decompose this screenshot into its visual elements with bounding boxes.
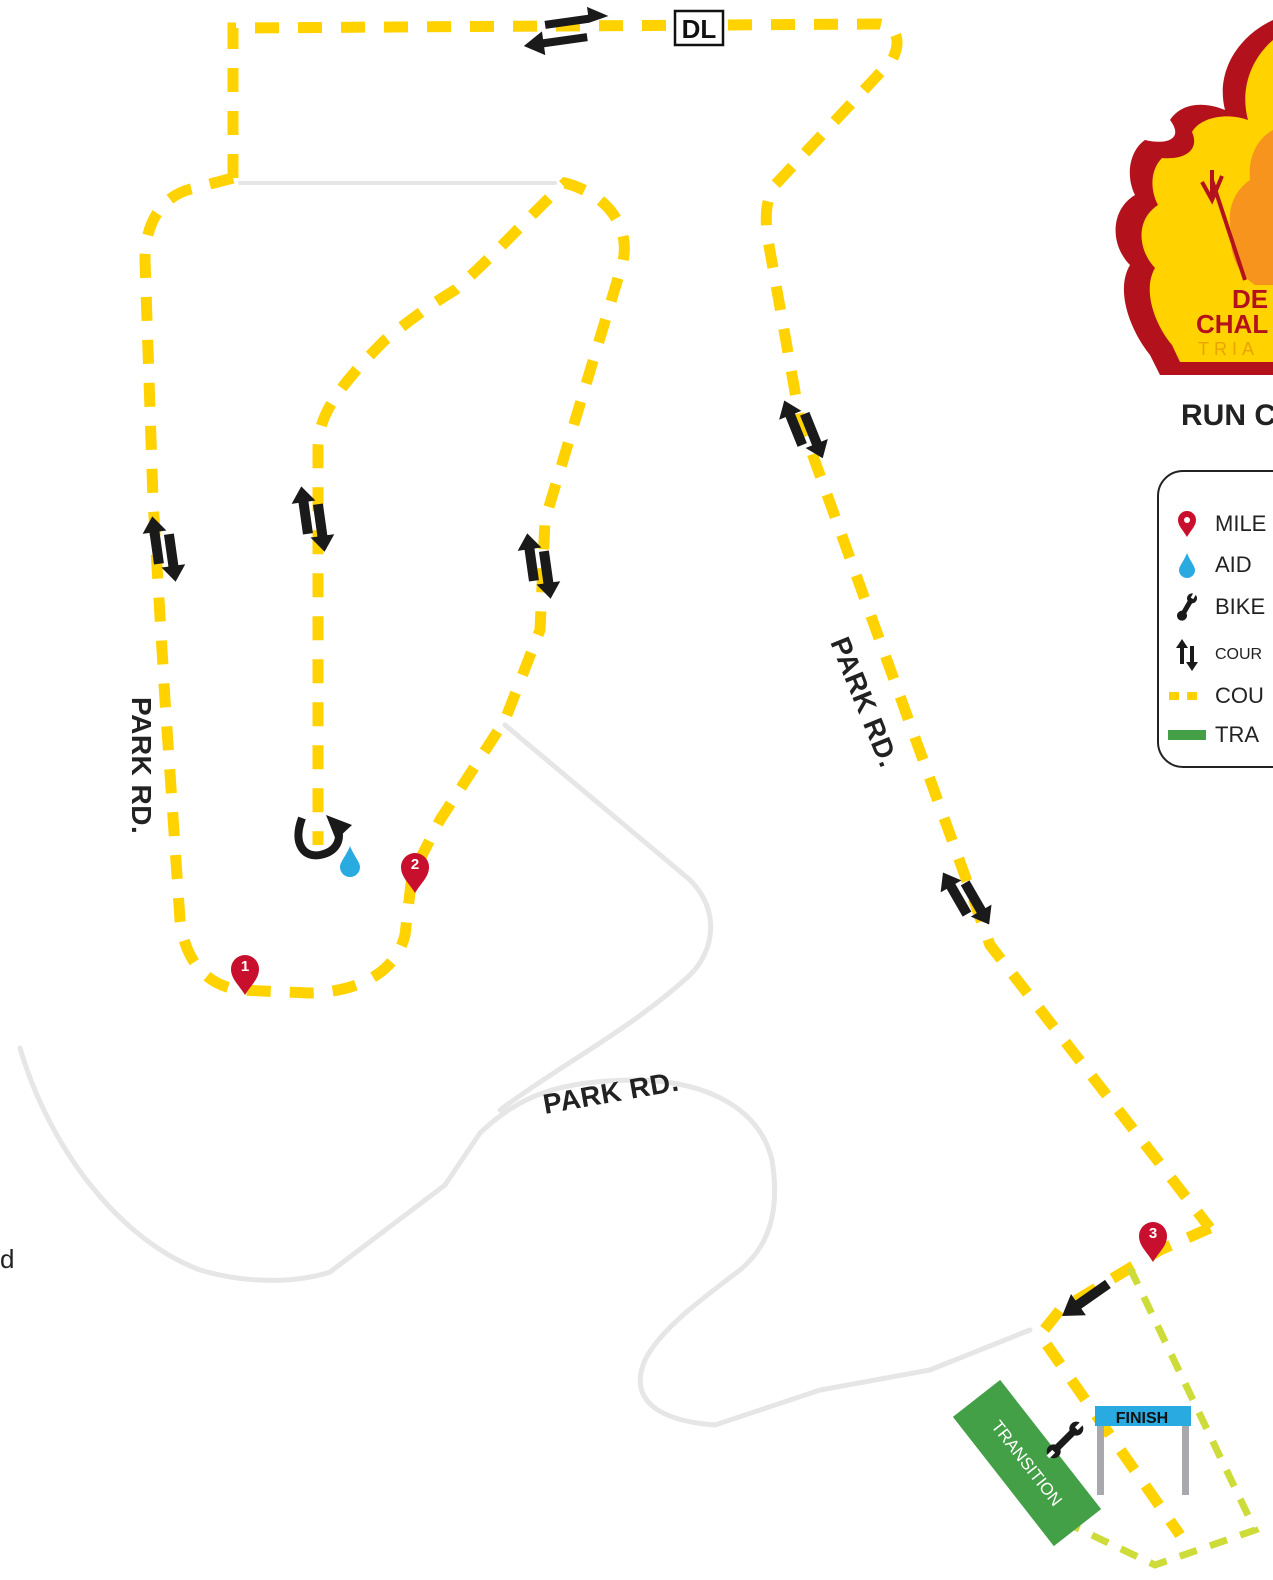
svg-text:DE: DE (1232, 284, 1268, 314)
race-logo: DE CHAL TRIA (1115, 20, 1273, 375)
edge-text: d (0, 1244, 15, 1274)
legend-label: MILE (1215, 511, 1267, 536)
dashed-line-icon (1167, 681, 1207, 711)
wrench-icon (1046, 1421, 1084, 1459)
svg-text:3: 3 (1149, 1225, 1157, 1242)
course-route-secondary (1058, 1266, 1260, 1569)
green-bar-icon (1167, 720, 1207, 750)
legend-item: BIKE (1167, 592, 1265, 622)
roads (17, 181, 1033, 1428)
legend-label: COUR (1215, 646, 1263, 663)
road-label: PARK RD. (541, 1066, 682, 1120)
water-drop-icon (340, 846, 360, 877)
road-label: PARK RD. (824, 633, 904, 772)
mile-markers: 1 2 3 (231, 853, 1167, 1262)
water-drop-icon (1167, 550, 1207, 580)
two-way-arrow-icon (140, 512, 188, 586)
direction-arrows (140, 6, 1111, 1317)
dl-marker: DL (673, 9, 725, 47)
mile-marker-icon (1167, 509, 1207, 539)
arrow-icon (1062, 1279, 1111, 1317)
road-label: PARK RD. (126, 697, 157, 834)
legend-item: AID (1167, 550, 1252, 580)
direction-arrow-icon (523, 6, 609, 56)
mile-marker-icon: 3 (1139, 1222, 1167, 1262)
legend-label: AID (1215, 552, 1252, 577)
legend-item: COUR (1167, 639, 1263, 671)
transition-area: TRANSITION (952, 1379, 1102, 1547)
svg-text:1: 1 (241, 958, 249, 975)
svg-text:FINISH: FINISH (1116, 1410, 1168, 1427)
finish-gantry: FINISH (1095, 1406, 1191, 1495)
mile-marker-icon: 2 (401, 853, 429, 893)
legend-item: TRA (1167, 720, 1259, 750)
legend-label: COU (1215, 683, 1264, 708)
u-turn-icon (294, 815, 352, 860)
mile-marker-icon: 1 (231, 955, 259, 995)
legend-label: BIKE (1215, 594, 1266, 619)
svg-text:CHAL: CHAL (1196, 309, 1268, 339)
svg-text:DL: DL (682, 14, 717, 44)
legend: MILE AID BIKE COUR COU TRA (1157, 470, 1273, 768)
wrench-icon (1167, 592, 1207, 622)
two-way-arrow-icon (1167, 639, 1207, 671)
course-route (139, 18, 1215, 1539)
legend-label: TRA (1215, 722, 1259, 747)
legend-item: MILE (1167, 509, 1266, 539)
svg-text:TRIA: TRIA (1198, 339, 1259, 359)
legend-item: COU (1167, 681, 1264, 711)
map-title: RUN C (1181, 399, 1273, 432)
svg-text:2: 2 (411, 856, 419, 873)
